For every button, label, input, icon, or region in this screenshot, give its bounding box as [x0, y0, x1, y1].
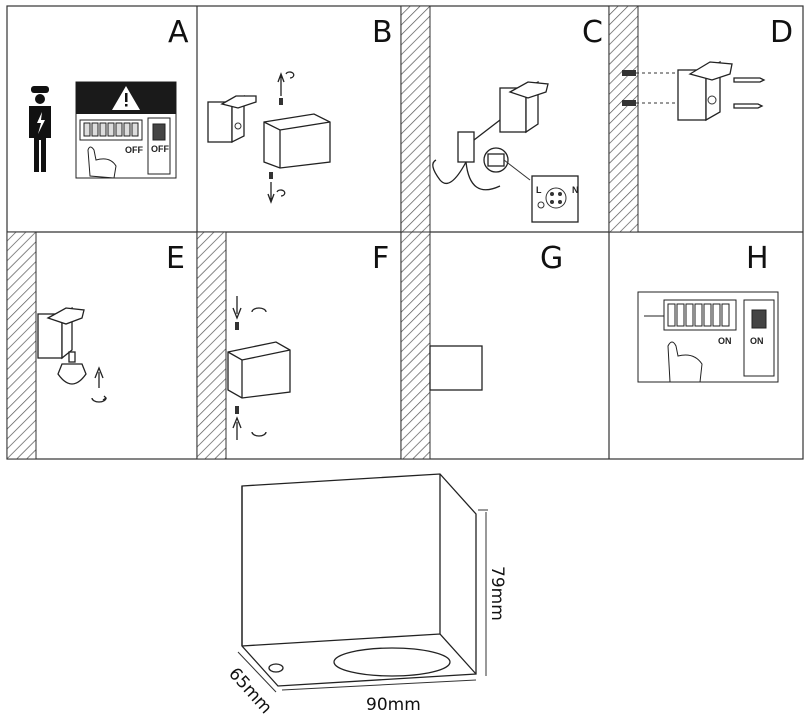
wall-hatch-c [400, 5, 431, 233]
wall-hatch-f [196, 231, 227, 460]
screw-down-arrow [267, 172, 286, 204]
on-label-switch: ON [750, 336, 764, 346]
product-dimension-drawing [237, 473, 488, 693]
mounting-screws [733, 77, 766, 109]
power-on-panel [637, 291, 779, 383]
housing-cube-f [227, 341, 291, 399]
electrician-icon [29, 86, 51, 172]
off-label-switch: OFF [151, 144, 169, 154]
wall-bracket-icon [207, 94, 257, 144]
terminal-block [432, 119, 509, 191]
off-label-breaker: OFF [125, 145, 143, 155]
panel-label-a: A [168, 15, 189, 50]
wiring-label-n: N [572, 185, 579, 195]
wall-hatch-e [6, 231, 37, 460]
on-label-breaker: ON [718, 336, 732, 346]
screw-down-arrow-f [232, 296, 267, 330]
dimension-height: 79mm [487, 566, 507, 621]
wall-hatch-g [400, 231, 431, 460]
panel-label-g: G [540, 241, 563, 276]
screw-up-arrow-f [232, 406, 267, 440]
panel-label-c: C [582, 15, 603, 50]
bracket-e [37, 306, 85, 360]
panel-label-e: E [166, 241, 185, 276]
insert-bulb-arrow [91, 366, 108, 403]
screw-up-arrow [277, 71, 295, 105]
wall-bracket-c [499, 80, 549, 134]
gu10-bulb-icon [57, 351, 87, 385]
panel-label-d: D [770, 15, 793, 50]
panel-label-b: B [372, 15, 393, 50]
housing-cube [263, 113, 331, 169]
wiring-label-l: L [536, 185, 542, 195]
wall-plugs [622, 70, 678, 106]
mounted-fixture [429, 345, 483, 391]
dimension-width: 90mm [366, 695, 421, 715]
wiring-diagram [503, 159, 579, 223]
panel-label-f: F [372, 241, 389, 276]
panel-label-h: H [746, 241, 769, 276]
wall-bracket-d [677, 60, 733, 122]
wall-hatch-d [608, 5, 639, 233]
warning-panel-off [75, 81, 177, 179]
